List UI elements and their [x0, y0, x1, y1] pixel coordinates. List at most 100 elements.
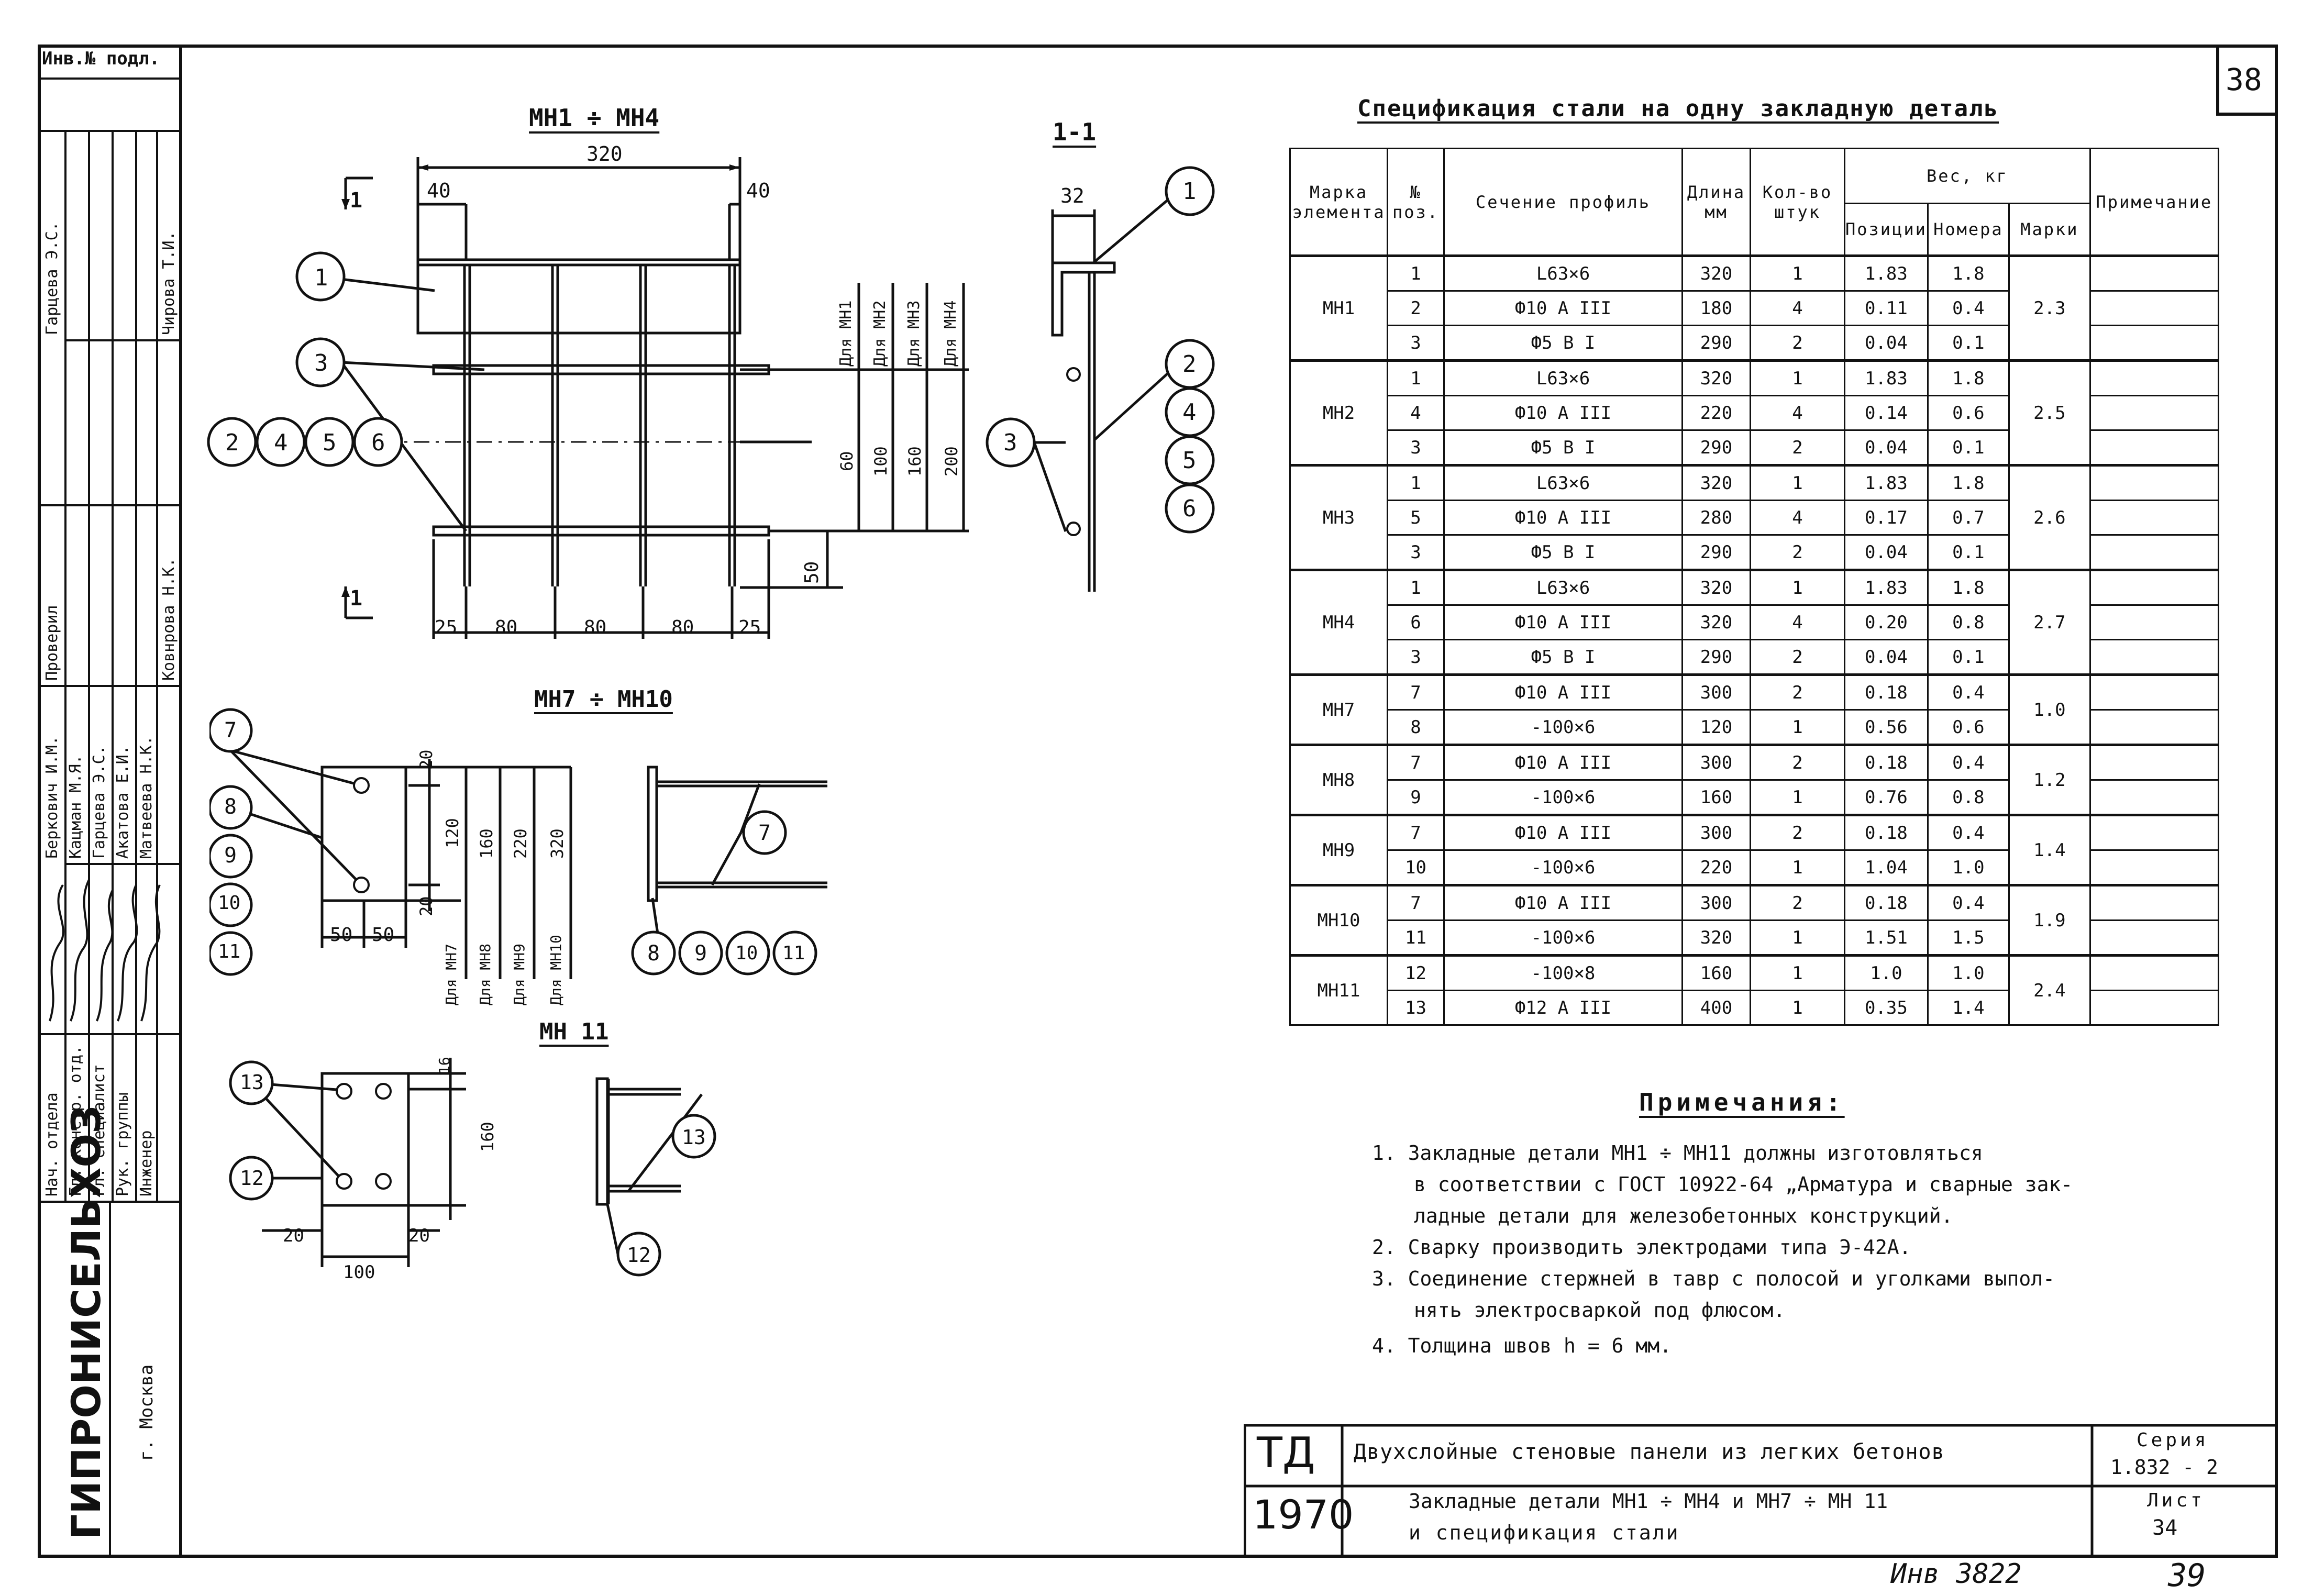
spec-cell-qty: 2 [1750, 325, 1845, 361]
spec-cell-length: 300 [1681, 673, 1751, 711]
mn7-dim-50-left: 50 [330, 924, 353, 946]
mn11-side-callout-12: 12 [627, 1244, 651, 1267]
spec-cell-w-num: 1.8 [1927, 464, 2010, 501]
spec-cell-w-pos: 0.20 [1844, 604, 1929, 640]
spec-cell-pos: 11 [1387, 919, 1445, 956]
spec-cell-pos: 7 [1387, 814, 1445, 851]
spec-cell-w-mark: 1.0 [2008, 673, 2091, 746]
spec-cell-length: 290 [1681, 534, 1751, 571]
spec-cell-length: 320 [1681, 254, 1751, 292]
section-callout-5: 5 [1182, 447, 1197, 474]
mn7-dim-220: 220 [511, 828, 530, 859]
label-for-mn2: Для МН2 [871, 300, 889, 367]
tb-year: 1970 [1253, 1491, 1354, 1538]
col-qty-header: Кол-во штук [1750, 148, 1845, 257]
spec-cell-qty: 4 [1750, 500, 1845, 536]
spec-cell-section: Ф12 А III [1443, 990, 1683, 1026]
spec-cell-note [2089, 884, 2219, 921]
spec-cell-section: Ф5 В I [1443, 534, 1683, 571]
spec-cell-length: 220 [1681, 395, 1751, 431]
spec-cell-note [2089, 919, 2219, 956]
spec-cell-length: 290 [1681, 325, 1751, 361]
spec-cell-w-num: 1.0 [1927, 954, 2010, 991]
spec-cell-qty: 1 [1750, 919, 1845, 956]
spec-cell-mark: МН8 [1289, 744, 1388, 816]
spec-cell-w-num: 0.4 [1927, 290, 2010, 326]
spec-cell-w-pos: 0.56 [1844, 709, 1929, 746]
spec-cell-qty: 2 [1750, 884, 1845, 921]
spec-cell-note [2089, 990, 2219, 1026]
spec-cell-mark: МН9 [1289, 814, 1388, 886]
spec-cell-length: 180 [1681, 290, 1751, 326]
mn11-callout-12: 12 [240, 1167, 264, 1190]
drawing-mn7-title: МН7 ÷ МН10 [534, 686, 673, 713]
tb-subject-2: и спецификация стали [1409, 1521, 1680, 1544]
drawing-mn11-title: МН 11 [539, 1018, 609, 1045]
spec-cell-w-num: 0.1 [1927, 639, 2010, 675]
callout-4: 4 [274, 429, 288, 456]
notes-title: Примечания: [1639, 1088, 1845, 1116]
col-pos-header: № поз. [1387, 148, 1445, 257]
spec-cell-section: -100×6 [1443, 919, 1683, 956]
spec-cell-w-pos: 1.04 [1844, 849, 1929, 886]
spec-cell-note [2089, 534, 2219, 571]
section-callout-1: 1 [1182, 178, 1197, 205]
mn11-callout-13: 13 [240, 1071, 264, 1094]
spec-table: Марка элемента № поз. Сечение профиль Дл… [1289, 148, 2219, 1026]
stamp-city: г. Москва [136, 1364, 157, 1461]
section-svg [986, 166, 1215, 592]
spec-cell-length: 290 [1681, 429, 1751, 466]
dim-320: 320 [586, 142, 623, 165]
spec-cell-length: 300 [1681, 744, 1751, 781]
stamp-upper-name-1: Гарцева Э.С. [43, 221, 61, 335]
spec-cell-pos: 13 [1387, 990, 1445, 1026]
spec-cell-w-pos: 1.51 [1844, 919, 1929, 956]
spec-cell-note [2089, 709, 2219, 746]
note-line-6: нять электросваркой под флюсом. [1414, 1299, 1786, 1322]
spec-cell-pos: 1 [1387, 569, 1445, 606]
spec-cell-section: Ф10 А III [1443, 604, 1683, 640]
col-wpos-header: Позиции [1844, 203, 1929, 257]
spec-cell-w-pos: 0.18 [1844, 744, 1929, 781]
spec-cell-section: Ф10 А III [1443, 500, 1683, 536]
spec-cell-w-pos: 0.18 [1844, 673, 1929, 711]
spec-cell-qty: 4 [1750, 395, 1845, 431]
col-note-header: Примечание [2089, 148, 2219, 257]
spec-cell-length: 160 [1681, 954, 1751, 991]
spec-cell-section: Ф10 А III [1443, 395, 1683, 431]
spec-cell-qty: 4 [1750, 604, 1845, 640]
spec-cell-w-mark: 2.7 [2008, 569, 2091, 675]
spec-cell-note [2089, 500, 2219, 536]
mn7-dim-320: 320 [547, 828, 567, 859]
spec-cell-section: Ф10 А III [1443, 814, 1683, 851]
spec-cell-section: Ф10 А III [1443, 673, 1683, 711]
spec-cell-qty: 1 [1750, 779, 1845, 816]
stamp-role-1: Нач. отдела [43, 1092, 61, 1196]
stamp-name-3: Гарцева Э.С. [90, 745, 108, 859]
section-mark-bottom: 1 [350, 586, 363, 611]
spec-cell-length: 320 [1681, 569, 1751, 606]
spec-cell-qty: 1 [1750, 464, 1845, 501]
spec-cell-pos: 7 [1387, 673, 1445, 711]
dim-40-right: 40 [746, 179, 770, 202]
spec-cell-w-mark: 2.5 [2008, 359, 2091, 466]
spec-cell-w-pos: 0.14 [1844, 395, 1929, 431]
spec-cell-section: -100×8 [1443, 954, 1683, 991]
tb-subject-1: Закладные детали МН1 ÷ МН4 и МН7 ÷ МН 11 [1409, 1490, 1888, 1513]
spec-cell-w-pos: 0.04 [1844, 534, 1929, 571]
section-callout-3: 3 [1003, 429, 1017, 456]
spec-cell-w-num: 0.4 [1927, 744, 2010, 781]
spec-cell-w-num: 1.8 [1927, 359, 2010, 396]
spec-cell-pos: 7 [1387, 884, 1445, 921]
spec-cell-qty: 2 [1750, 429, 1845, 466]
label-for-mn8: Для МН8 [477, 943, 494, 1005]
spec-cell-pos: 3 [1387, 534, 1445, 571]
spec-cell-note [2089, 744, 2219, 781]
mn7-side-callout-9: 9 [694, 941, 707, 966]
spec-cell-w-mark: 2.6 [2008, 464, 2091, 571]
note-line-7: 4. Толщина швов h = 6 мм. [1372, 1334, 1672, 1357]
signatures [49, 879, 161, 1022]
